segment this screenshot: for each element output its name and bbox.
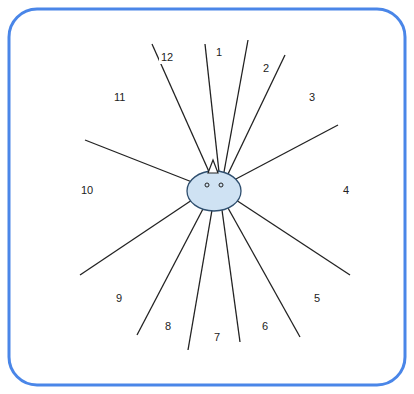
bird-eye <box>205 183 209 187</box>
clock-number: 8 <box>163 320 173 333</box>
clock-number: 2 <box>261 62 271 75</box>
clock-number: 5 <box>312 292 322 305</box>
clock-number: 6 <box>260 320 270 333</box>
bird-beak <box>208 160 218 173</box>
clock-number: 9 <box>114 292 124 305</box>
bird-eye <box>219 183 223 187</box>
radiating-lines <box>80 40 350 350</box>
clock-number: 11 <box>112 91 127 104</box>
clock-number: 4 <box>341 184 351 197</box>
bird-body <box>187 171 241 211</box>
clock-number: 7 <box>212 331 222 344</box>
clock-number: 10 <box>79 184 95 197</box>
clock-number: 3 <box>307 91 317 104</box>
clock-number: 1 <box>214 46 224 59</box>
clock-number: 12 <box>159 51 175 64</box>
frame-border <box>9 9 405 385</box>
